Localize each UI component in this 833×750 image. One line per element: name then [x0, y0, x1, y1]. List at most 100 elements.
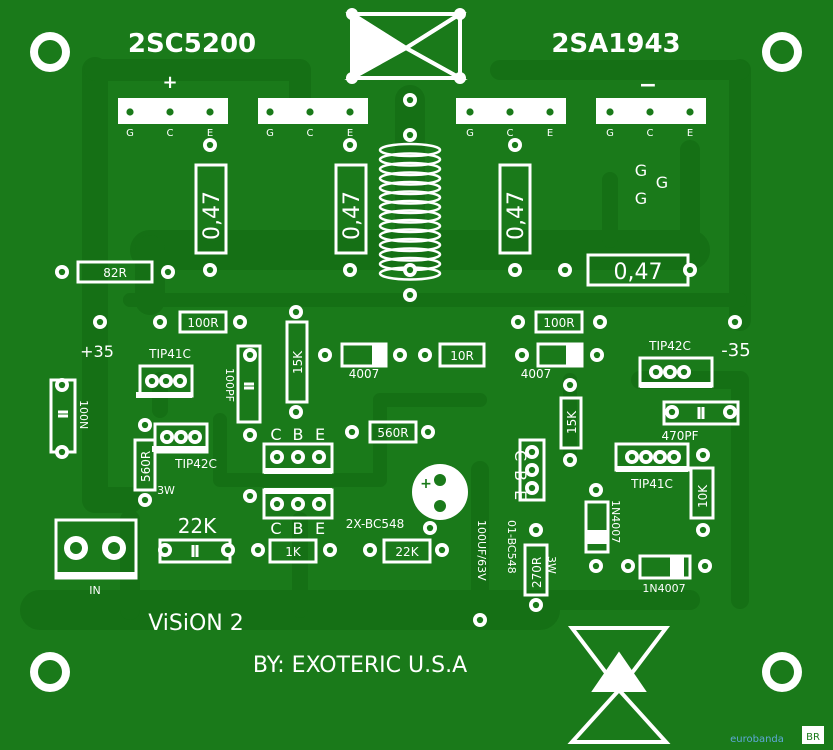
resistor-560r-vertical: 560R — [139, 451, 153, 482]
rail-positive: +35 — [80, 342, 114, 361]
watt-label-left: 3W — [157, 484, 175, 497]
svg-text:E: E — [687, 128, 693, 139]
pad-hole — [668, 408, 676, 416]
pad-hole — [699, 451, 707, 459]
watermark: eurobanda BR — [730, 726, 824, 745]
pad-hole — [346, 108, 354, 116]
coil-winding — [378, 180, 442, 196]
resistor-15k-left: 15K — [291, 350, 305, 374]
resistor-047-2: 0,47 — [340, 191, 365, 240]
resistor-047-1: 0,47 — [200, 191, 225, 240]
pad-hole — [511, 141, 519, 149]
pad-hole — [506, 108, 514, 116]
pad-hole — [58, 448, 66, 456]
coil-winding — [378, 247, 442, 262]
pad-hole — [206, 141, 214, 149]
svg-text:B: B — [293, 425, 304, 444]
svg-text:C: C — [307, 128, 314, 139]
electrolytic-capacitor — [412, 464, 468, 520]
pad-hole — [156, 318, 164, 326]
pad-hole — [163, 433, 171, 441]
pad-hole — [566, 381, 574, 389]
pad-hole — [701, 562, 709, 570]
pad-hole — [254, 546, 262, 554]
pad-hole — [514, 318, 522, 326]
top-logo — [344, 8, 468, 84]
small-resistors — [76, 260, 715, 597]
pad-hole — [164, 268, 172, 276]
svg-text:eurobanda: eurobanda — [730, 734, 784, 745]
pad-hole — [346, 266, 354, 274]
pad-hole — [606, 108, 614, 116]
cbe-labels-bottom: C B E — [270, 519, 325, 538]
inductor-coil-windings — [378, 142, 442, 281]
pad-hole — [315, 500, 323, 508]
gate-label-1: G — [635, 161, 647, 180]
capacitor-100pf: 100PF — [223, 368, 236, 402]
driver-tip42c-left: TIP42C — [174, 457, 217, 471]
diode-4007-left: 4007 — [349, 367, 380, 381]
resistor-047-4: 0,47 — [614, 260, 663, 285]
pad-hole — [528, 466, 536, 474]
pad-hole — [592, 562, 600, 570]
pad-hole — [406, 291, 414, 299]
bc548-pair-label: 2X-BC548 — [346, 517, 404, 531]
resistor-22k: 22K — [395, 545, 419, 559]
pad-hole — [561, 266, 569, 274]
pad-hole — [326, 546, 334, 554]
pad-hole — [731, 318, 739, 326]
pad-hole — [58, 381, 66, 389]
svg-text:B: B — [293, 519, 304, 538]
pad-hole — [294, 500, 302, 508]
pad-hole — [686, 108, 694, 116]
coil-winding — [378, 218, 442, 234]
pad-hole — [546, 108, 554, 116]
pad-hole — [466, 108, 474, 116]
pad-hole — [528, 448, 536, 456]
pad-hole — [58, 268, 66, 276]
pad-hole — [306, 108, 314, 116]
pad-hole — [532, 526, 540, 534]
pad-hole — [292, 408, 300, 416]
pad-hole — [224, 546, 232, 554]
board-name: ViSiON 2 — [148, 611, 244, 636]
minus-sign: − — [639, 73, 657, 98]
pad-hole — [652, 368, 660, 376]
pad-hole — [348, 428, 356, 436]
pad-hole — [670, 453, 678, 461]
pad-hole — [646, 108, 654, 116]
gate-label-3: G — [635, 189, 647, 208]
svg-text:G: G — [126, 128, 134, 139]
pad-hole — [166, 108, 174, 116]
cbe-labels-top: C B E — [270, 425, 325, 444]
diode-1n4007-vertical: 1N4007 — [609, 500, 622, 543]
resistor-047-3: 0,47 — [504, 191, 529, 240]
pad-hole — [294, 453, 302, 461]
pnp-label: 2SA1943 — [551, 29, 680, 59]
pad-hole — [624, 562, 632, 570]
resistor-1k: 1K — [285, 545, 302, 559]
coil-winding — [378, 228, 442, 243]
diode-1n4007-horizontal: 1N4007 — [642, 582, 685, 595]
svg-text:E: E — [315, 425, 325, 444]
svg-text:G: G — [266, 128, 274, 139]
pad-hole — [273, 453, 281, 461]
pad-hole — [141, 496, 149, 504]
svg-text:BR: BR — [806, 732, 820, 743]
resistor-560r-horizontal: 560R — [377, 426, 408, 440]
pad-hole — [191, 433, 199, 441]
cbe-labels-vertical: C B E — [511, 450, 530, 500]
transistor-pads — [122, 104, 698, 120]
pad-hole — [406, 96, 414, 104]
coil-winding — [378, 199, 442, 215]
resistor-15k-right: 15K — [565, 410, 579, 434]
pad-hole — [680, 368, 688, 376]
emitter-resistors — [194, 163, 690, 287]
svg-text:C: C — [167, 128, 174, 139]
coil-winding — [378, 142, 442, 158]
coil-winding — [378, 152, 442, 167]
driver-tip42c-right: TIP42C — [648, 339, 691, 353]
svg-text:G: G — [606, 128, 614, 139]
pad-hole — [206, 108, 214, 116]
capacitor-100uf: 100UF/63V — [475, 520, 488, 581]
